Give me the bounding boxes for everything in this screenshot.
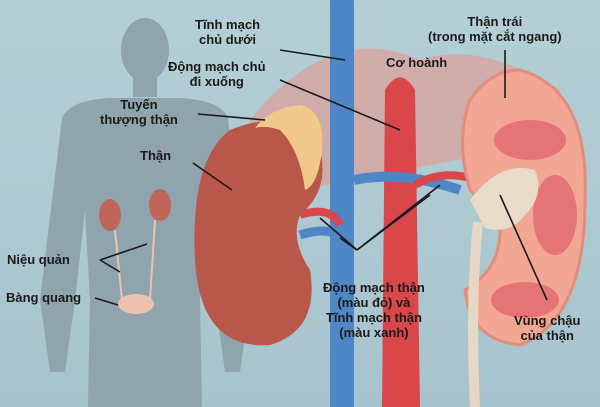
label-line: Tĩnh mạch thận: [325, 310, 422, 325]
label-left-kidney-section: Thận trái (trong mặt cắt ngang): [428, 14, 562, 44]
label-bladder: Bàng quang: [6, 290, 81, 305]
label-line: Tuyến: [120, 97, 158, 112]
adrenal-gland: [255, 105, 323, 190]
label-line: Vùng chậu: [514, 313, 581, 328]
label-line: (trong mặt cắt ngang): [428, 29, 562, 44]
renal-pelvis: [470, 168, 539, 230]
label-line: chủ dưới: [199, 32, 256, 47]
label-renal-vessels: Động mạch thận (màu đỏ) và Tĩnh mạch thậ…: [323, 280, 425, 340]
label-line: Cơ hoành: [386, 55, 448, 70]
label-line: của thận: [520, 328, 574, 343]
inferior-vena-cava: [330, 0, 354, 407]
label-line: Thận trái: [467, 14, 523, 29]
label-inferior-vena-cava: Tĩnh mạch chủ dưới: [195, 17, 260, 47]
body-silhouette: [40, 18, 250, 407]
label-kidney: Thận: [140, 148, 171, 163]
label-line: Tĩnh mạch: [195, 17, 261, 32]
label-line: Thận: [140, 148, 172, 163]
label-line: đi xuống: [189, 74, 244, 89]
label-line: Động mạch chủ: [168, 59, 266, 74]
descending-aorta: [382, 77, 420, 407]
small-urinary-system: [99, 189, 171, 314]
label-renal-pelvis: Vùng chậu của thận: [514, 313, 580, 343]
label-adrenal-gland: Tuyến thượng thận: [100, 97, 178, 127]
label-line: Bàng quang: [6, 290, 82, 305]
leader-lines: [94, 49, 548, 306]
label-line: (màu xanh): [339, 325, 409, 340]
label-diaphragm: Cơ hoành: [386, 55, 447, 70]
label-line: Niệu quản: [7, 252, 70, 267]
label-line: Động mạch thận: [323, 280, 425, 295]
label-line: (màu đỏ) và: [337, 295, 411, 310]
label-descending-aorta: Động mạch chủ đi xuống: [168, 59, 266, 89]
label-line: thượng thận: [100, 112, 178, 127]
kidney-large: [194, 121, 323, 346]
label-ureter: Niệu quản: [7, 252, 70, 267]
